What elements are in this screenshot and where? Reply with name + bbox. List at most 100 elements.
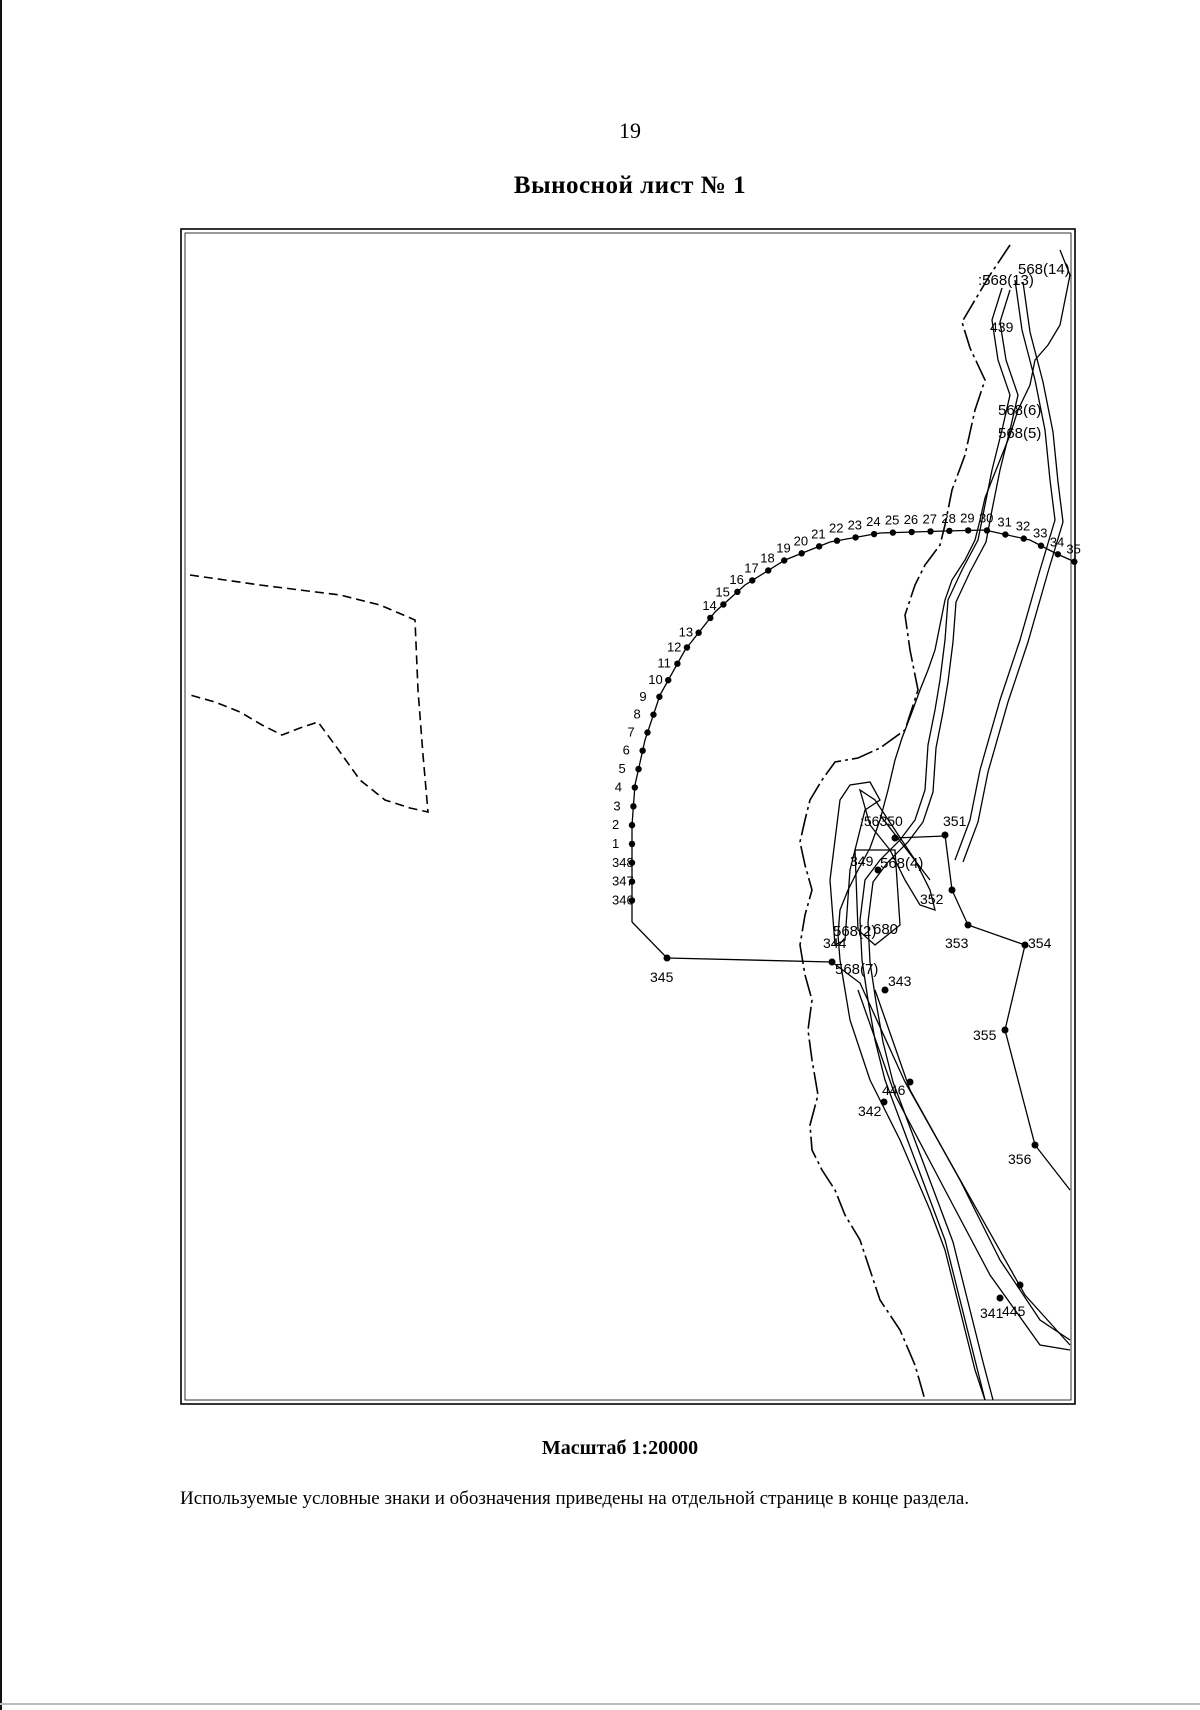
parcel-corridor-south-b — [857, 989, 1071, 1351]
arc-label-5: 5 — [619, 761, 626, 776]
arc-label-10: 10 — [648, 672, 662, 687]
arc-label-29: 29 — [960, 510, 974, 525]
dashed-boundary-left — [189, 574, 429, 814]
arc-point-346 — [628, 897, 636, 904]
arc-point-35 — [1071, 558, 1078, 565]
label-parcel-568-2: 568(2) — [833, 923, 876, 940]
arc-point-9 — [656, 693, 663, 700]
arc-label-3: 3 — [613, 798, 620, 813]
arc-point-23 — [852, 534, 859, 541]
river-bank-east — [837, 249, 1071, 1401]
label-point-343: 343 — [888, 973, 912, 989]
left-page-edge — [0, 0, 2, 1710]
point-343 — [881, 986, 889, 994]
label-point-353: 353 — [945, 935, 969, 951]
road-corridor-east-b — [962, 281, 1064, 863]
label-point-445: 445 — [1002, 1303, 1026, 1319]
label-point-344: 344 — [823, 935, 847, 951]
arc-label-35: 35 — [1066, 542, 1080, 557]
arc-label-23: 23 — [848, 517, 862, 532]
arc-point-33 — [1037, 542, 1045, 549]
arc-label-348: 348 — [612, 855, 634, 870]
arc-label-25: 25 — [885, 513, 899, 528]
label-point-446: 446 — [882, 1082, 906, 1098]
point-345 — [663, 954, 671, 962]
label-point-354: 354 — [1028, 935, 1052, 951]
point-341 — [996, 1294, 1004, 1302]
label-parcel-568-4: 568(4) — [880, 855, 923, 872]
arc-point-14 — [707, 614, 714, 622]
river-channel-b — [867, 289, 1019, 1401]
label-point-351: 351 — [943, 813, 967, 829]
point-356 — [1031, 1141, 1039, 1149]
parcel-568-4 — [858, 788, 936, 911]
arc-label-32: 32 — [1016, 519, 1030, 534]
road-corridor-east-a — [954, 279, 1056, 861]
arc-point-34 — [1054, 551, 1062, 558]
arc-label-18: 18 — [760, 550, 774, 565]
point-445 — [1016, 1281, 1024, 1289]
arc-point-18 — [765, 567, 772, 574]
label-point-352: 352 — [920, 891, 944, 907]
arc-point-20 — [798, 550, 805, 557]
label-point-439: 439 — [990, 319, 1014, 335]
arc-label-24: 24 — [866, 514, 880, 529]
arc-label-16: 16 — [729, 572, 743, 587]
arc-label-9: 9 — [639, 689, 646, 704]
label-point-342: 342 — [858, 1103, 882, 1119]
label-parcel-568-5: 568(5) — [998, 425, 1041, 442]
arc-point-32 — [1020, 535, 1027, 542]
arc-point-8 — [650, 711, 657, 718]
point-349 — [874, 866, 882, 874]
point-350 — [891, 834, 899, 842]
arc-point-28 — [946, 527, 953, 535]
label-parcel-568-6: 568(6) — [998, 402, 1041, 419]
arc-point-21 — [815, 543, 823, 550]
arc-point-347 — [628, 878, 636, 885]
point-344 — [828, 958, 836, 966]
arc-label-28: 28 — [941, 511, 955, 526]
arc-label-15: 15 — [715, 584, 729, 599]
arc-label-27: 27 — [923, 511, 937, 526]
point-353 — [964, 921, 972, 929]
point-342 — [880, 1098, 888, 1106]
point-355 — [1001, 1026, 1009, 1034]
arc-point-19 — [781, 557, 788, 564]
page-number: 19 — [619, 118, 641, 143]
arc-label-347: 347 — [612, 874, 634, 889]
river-bank-west — [799, 244, 1011, 1401]
label-parcel-680: 680 — [873, 921, 898, 938]
arc-label-8: 8 — [633, 707, 640, 722]
arc-point-30 — [983, 527, 991, 534]
arc-label-12: 12 — [667, 640, 681, 655]
arc-point-12 — [683, 644, 691, 651]
point-352 — [948, 886, 956, 894]
arc-point-26 — [908, 528, 915, 536]
arc-point-7 — [644, 729, 651, 736]
parcel-corridor-south-a — [874, 989, 1071, 1341]
label-parcel-568-13: :568(13) — [978, 272, 1034, 289]
arc-label-346: 346 — [612, 892, 634, 907]
map-frame-outer — [180, 228, 1076, 1405]
arc-label-22: 22 — [829, 521, 843, 536]
parcel-loop-north — [829, 781, 881, 947]
arc-point-29 — [964, 527, 972, 534]
arc-label-4: 4 — [615, 780, 622, 795]
arc-point-17 — [749, 577, 756, 584]
arc-point-3 — [630, 803, 637, 810]
arc-label-13: 13 — [679, 625, 693, 640]
arc-point-5 — [635, 765, 642, 773]
arc-point-16 — [734, 588, 741, 596]
arc-point-2 — [628, 821, 636, 829]
arc-label-11: 11 — [657, 656, 671, 671]
arc-point-15 — [720, 601, 727, 608]
arc-label-1: 1 — [612, 836, 619, 851]
arc-label-30: 30 — [979, 510, 993, 525]
label-point-349: 349 — [850, 853, 874, 869]
label-parcel-568-7: 568(7) — [835, 961, 878, 978]
label-point-356: 356 — [1008, 1151, 1032, 1167]
arc-point-348 — [628, 859, 636, 866]
scale-label: Масштаб 1:20000 — [541, 1437, 699, 1459]
point-351 — [941, 831, 949, 839]
